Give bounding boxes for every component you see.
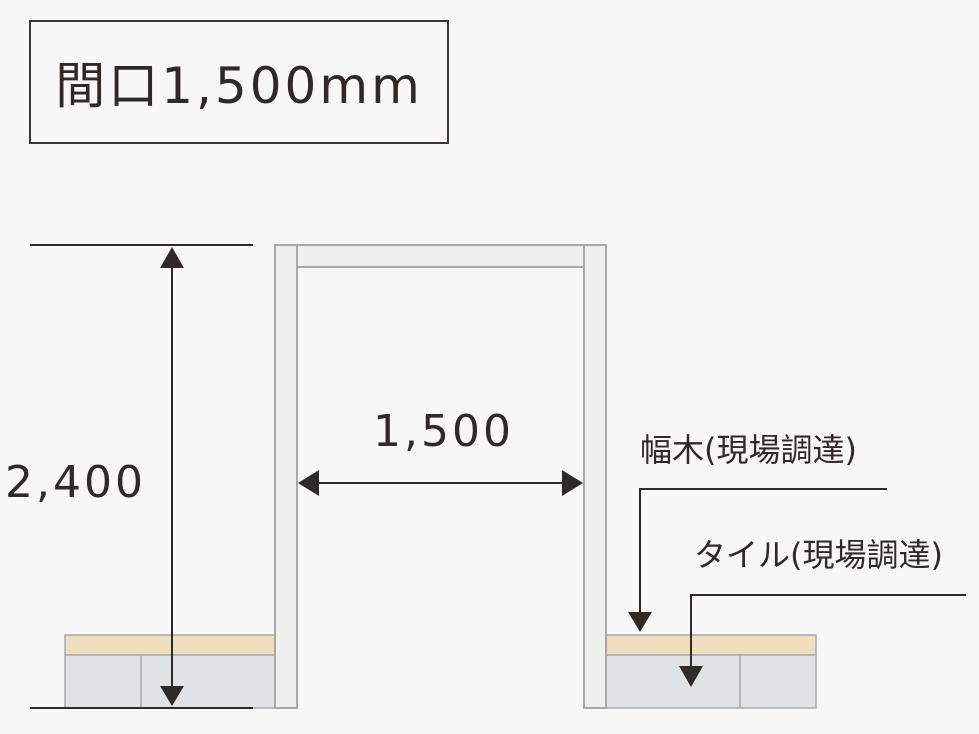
width-dimension: 1,500 <box>298 406 583 496</box>
arrow-left-icon <box>298 470 319 496</box>
left-jamb <box>274 244 298 709</box>
left-baseboard <box>64 634 276 656</box>
baseboard-leader-line <box>639 488 887 612</box>
left-floor <box>64 634 276 709</box>
right-baseboard <box>605 634 817 656</box>
right-jamb <box>583 244 607 709</box>
title-box: 間口1,500mm <box>29 20 449 144</box>
arrow-up-icon <box>160 247 184 268</box>
arrow-down-icon <box>160 686 184 706</box>
baseboard-leader: 幅木(現場調達) <box>628 431 887 632</box>
tile-leader-line <box>690 594 966 666</box>
right-floor <box>605 634 817 709</box>
baseboard-label: 幅木(現場調達) <box>640 431 857 469</box>
width-label: 1,500 <box>373 406 514 457</box>
tile-arrow-icon <box>679 666 703 687</box>
opening-width-title: 間口1,500mm <box>55 57 423 115</box>
arrow-right-icon <box>562 470 583 496</box>
height-dimension: 2,400 <box>5 244 253 709</box>
tile-leader: タイル(現場調達) <box>679 536 966 687</box>
head-frame <box>296 244 585 268</box>
height-label: 2,400 <box>5 457 146 508</box>
baseboard-arrow-icon <box>628 612 652 632</box>
door-frame <box>274 244 607 709</box>
tile-label: タイル(現場調達) <box>694 536 943 574</box>
right-tile <box>605 654 817 709</box>
